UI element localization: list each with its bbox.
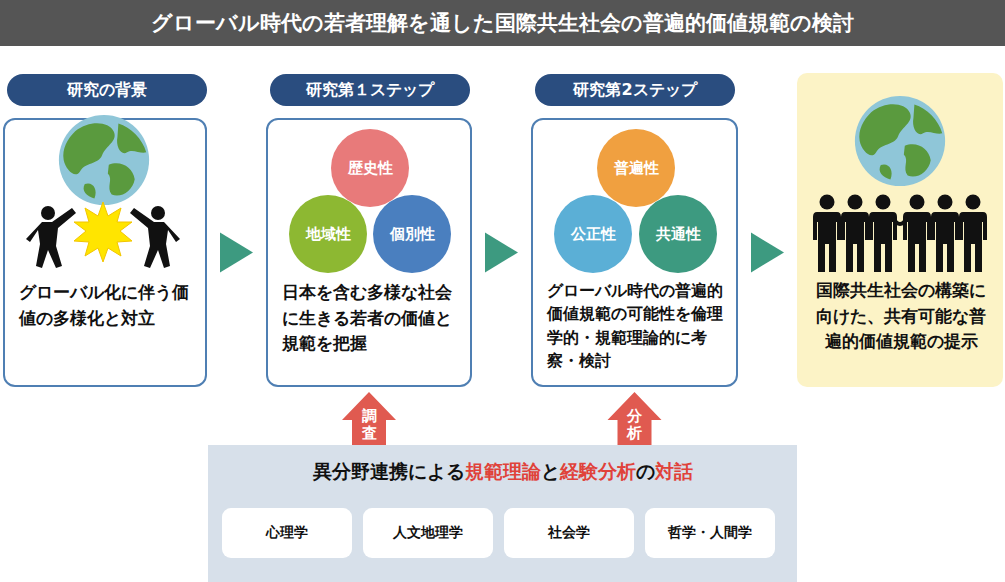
- diagram-title: グローバル時代の若者理解を通した国際共生社会の普遍的価値規範の検討: [0, 0, 1005, 46]
- step-heading: 研究第2ステップ: [535, 74, 735, 106]
- step-box: 研究第１ステップ日本を含む多様な社会に生きる若者の価値と規範を把握歴史性地域性個…: [266, 118, 472, 387]
- step-description: 日本を含む多様な社会に生きる若者の価値と規範を把握: [282, 280, 458, 357]
- discipline-label: 哲学・人間学: [645, 508, 775, 558]
- collaboration-panel: 異分野連携による規範理論と経験分析の対話心理学人文地理学社会学哲学・人間学: [208, 445, 797, 582]
- aspect-circle: 地域性: [289, 195, 367, 273]
- step-box: 研究第2ステップグローバル時代の普遍的価値規範の可能性を倫理学的・規範理論的に考…: [531, 118, 738, 387]
- aspect-circle: 公正性: [554, 195, 632, 273]
- circle-label: 公正性: [554, 195, 632, 273]
- step-description: グローバル化に伴う価値の多様化と対立: [19, 280, 193, 331]
- arrow-label: 分析: [627, 408, 642, 441]
- discipline-label: 心理学: [222, 508, 352, 558]
- step-heading: 研究の背景: [7, 74, 207, 106]
- step-heading: 研究第１ステップ: [270, 74, 470, 106]
- circle-label: 地域性: [289, 195, 367, 273]
- flow-arrow: [751, 233, 784, 273]
- discipline-box: 人文地理学: [363, 508, 493, 558]
- flow-arrow: [220, 233, 253, 273]
- discipline-label: 社会学: [504, 508, 634, 558]
- aspect-circle: 個別性: [373, 195, 451, 273]
- flow-arrow: [485, 233, 518, 273]
- discipline-label: 人文地理学: [363, 508, 493, 558]
- circle-label: 普遍性: [597, 129, 675, 207]
- circle-label: 共通性: [639, 195, 717, 273]
- aspect-circle: 歴史性: [331, 129, 409, 207]
- discipline-box: 心理学: [222, 508, 352, 558]
- input-arrow: [608, 392, 662, 445]
- step-description: 国際共生社会の構築に向けた、共有可能な普遍的価値規範の提示: [811, 278, 991, 355]
- circle-label: 歴史性: [331, 129, 409, 207]
- step-box: 国際共生社会の構築に向けた、共有可能な普遍的価値規範の提示: [797, 73, 1003, 387]
- aspect-circle: 普遍性: [597, 129, 675, 207]
- input-arrow: [342, 392, 396, 445]
- discipline-box: 哲学・人間学: [645, 508, 775, 558]
- aspect-circle: 共通性: [639, 195, 717, 273]
- step-box: 研究の背景グローバル化に伴う価値の多様化と対立: [3, 118, 207, 387]
- step-description: グローバル時代の普遍的価値規範の可能性を倫理学的・規範理論的に考察・検討: [547, 280, 724, 373]
- arrow-label: 調査: [362, 408, 377, 441]
- discipline-box: 社会学: [504, 508, 634, 558]
- panel-title: 異分野連携による規範理論と経験分析の対話: [208, 459, 797, 484]
- circle-label: 個別性: [373, 195, 451, 273]
